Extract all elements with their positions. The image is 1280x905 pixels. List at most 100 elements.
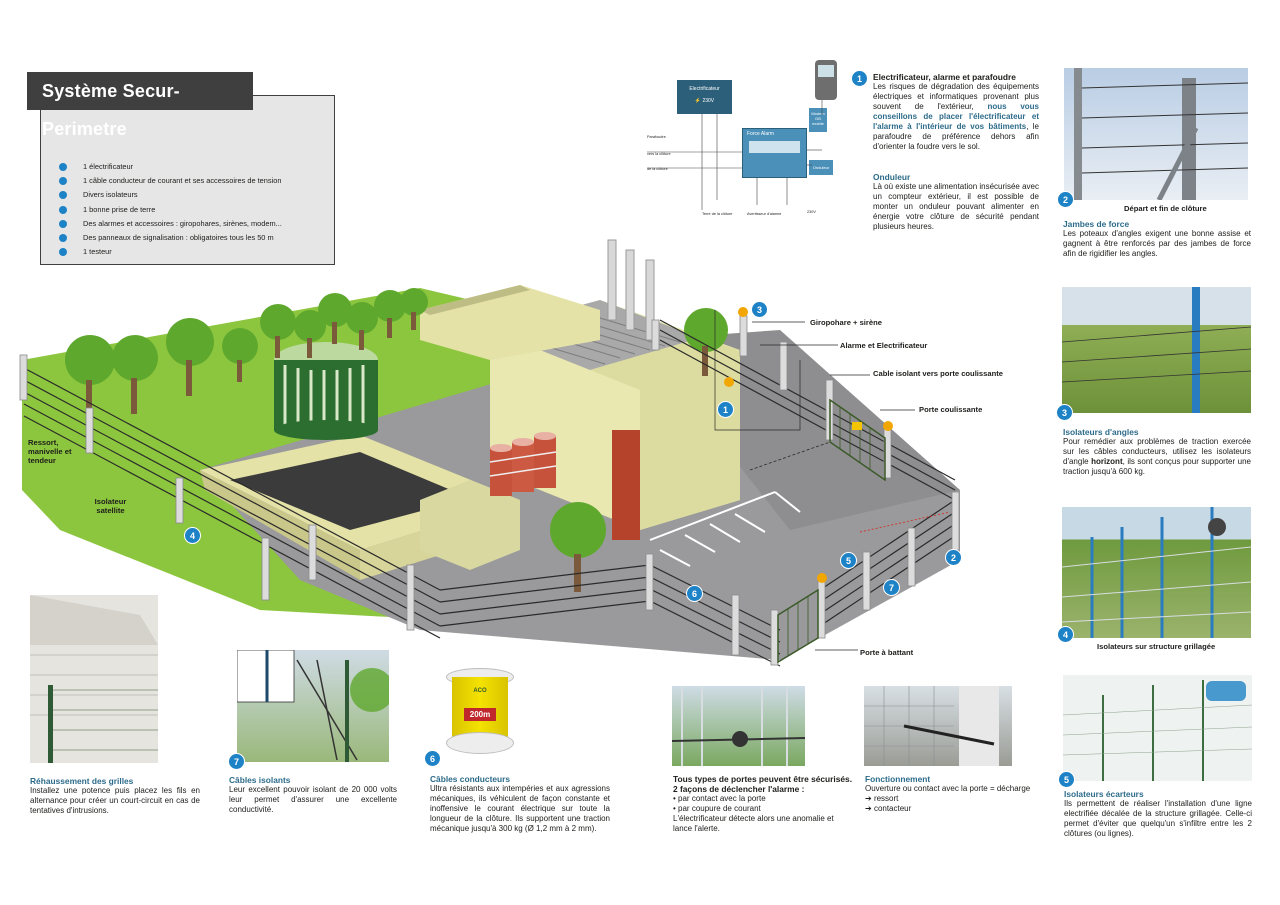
badge-2-photo: 2	[1057, 191, 1074, 208]
section-5: Isolateurs écarteurs Ils permettent de r…	[1064, 789, 1252, 839]
portes-text: L'électrificateur détecte alors une anom…	[673, 814, 834, 833]
callout-porte-battant: Porte à battant	[860, 648, 914, 657]
cable-spool: ACO 200m	[446, 668, 514, 754]
page-title: Système Secur-Perimetre	[27, 72, 253, 139]
sec2-heading: Jambes de force	[1063, 219, 1130, 229]
callout-alarme: Alarme et Electrificateur	[840, 341, 928, 350]
vers-cloture-label: vers la clôture	[647, 152, 671, 156]
list-item: Des panneaux de signalisation : obligato…	[59, 231, 282, 245]
photo-cables-isolants	[237, 650, 389, 762]
fonctionnement-text: Ouverture ou contact avec la porte = déc…	[865, 784, 1031, 793]
photo-isolateurs-ecarteurs	[1063, 675, 1252, 781]
badge-4: 4	[184, 527, 201, 544]
ressort-label: ressort	[873, 794, 899, 803]
brick-column	[612, 430, 640, 540]
list-item: 1 testeur	[59, 245, 282, 259]
list-item: Des alarmes et accessoires : giropohares…	[59, 217, 282, 231]
spool-brand: ACO	[473, 688, 487, 694]
sliding-gate	[829, 398, 886, 482]
swing-gate	[777, 588, 819, 664]
sec1-heading: Electrificateur, alarme et parafoudre	[873, 72, 1016, 82]
badge-2: 2	[945, 549, 962, 566]
badge-4-photo: 4	[1057, 626, 1074, 643]
silos	[489, 432, 557, 496]
portes-bullet-1: par contact avec la porte	[678, 794, 766, 803]
badge-5: 5	[840, 552, 857, 569]
mobile-phone-icon	[815, 60, 837, 100]
rehaussement-section: Réhaussement des grilles Installez une p…	[30, 776, 200, 816]
voltage-label: ⚡ 230V	[694, 98, 715, 104]
callout-giro: Giropohare + sirène	[810, 318, 882, 327]
photo-rehaussement	[30, 595, 158, 763]
rehaussement-text: Installez une potence puis placez les fi…	[30, 786, 200, 815]
list-item: 1 câble conducteur de courant et ses acc…	[59, 174, 282, 188]
badge-1: 1	[717, 401, 734, 418]
components-list: 1 électrificateur 1 câble conducteur de …	[59, 160, 282, 259]
portes-bullet-2: par coupure de courant	[678, 804, 761, 813]
badge-3: 3	[751, 301, 768, 318]
sec2-text: Les poteaux d'angles exigent une bonne a…	[1063, 229, 1251, 258]
alarm-box: Force Alarm	[742, 128, 807, 178]
badge-5-photo: 5	[1058, 771, 1075, 788]
wiring-diagram: Electrificateur ⚡ 230V Force Alarm Modem…	[647, 60, 837, 220]
cables-conducteurs-heading: Câbles conducteurs	[430, 774, 511, 784]
flat-roof	[230, 452, 470, 530]
onduleur-heading: Onduleur	[873, 172, 911, 182]
cables-isolants-text: Leur excellent pouvoir isolant de 20 000…	[229, 785, 397, 814]
callout-porte-coulissante: Porte coulissante	[919, 405, 983, 414]
list-item: 1 bonne prise de terre	[59, 203, 282, 217]
rehaussement-heading: Réhaussement des grilles	[30, 776, 134, 786]
cables-conducteurs-text: Ultra résistants aux intempéries et aux …	[430, 784, 610, 833]
de-cloture-label: de la clôture	[647, 167, 668, 171]
badge-7-photo: 7	[228, 753, 245, 770]
sec2-caption: Départ et fin de clôture	[1124, 204, 1207, 213]
arrow-icon: ➔	[865, 794, 872, 803]
avertisseur-label: Avertisseur d'alarme	[747, 212, 782, 216]
photo-structure-grillagee	[1062, 507, 1251, 638]
voltage-bottom-label: 230V	[807, 210, 816, 214]
badge-1-heading: 1	[851, 70, 868, 87]
onduleur-box: Onduleur	[809, 160, 833, 175]
trees	[65, 288, 728, 592]
badge-6: 6	[686, 585, 703, 602]
photo-depart-fin	[1064, 68, 1248, 200]
sec5-heading: Isolateurs écarteurs	[1064, 789, 1144, 799]
photo-portes	[672, 686, 805, 766]
portes-heading-b: 2 façons de déclencher l'alarme :	[673, 784, 805, 794]
parafoudre-label: Parafoudre	[647, 135, 666, 139]
electrificateur-label: Electrificateur	[689, 86, 720, 92]
section-2: Jambes de force Les poteaux d'angles exi…	[1063, 219, 1251, 259]
list-item: Divers isolateurs	[59, 188, 282, 202]
onduleur-text: Là où existe une alimentation insécurisé…	[873, 182, 1039, 231]
site-illustration	[19, 239, 960, 667]
fonctionnement-section: Fonctionnement Ouverture ou contact avec…	[865, 774, 1055, 814]
cables-isolants-section: Câbles isolants Leur excellent pouvoir i…	[229, 775, 397, 815]
terre-label: Terre de la clôture	[702, 212, 733, 216]
badge-6-photo: 6	[424, 750, 441, 767]
callout-isolateur-satellite: Isolateur satellite	[94, 497, 127, 515]
spool-length: 200m	[464, 708, 496, 721]
sec4-caption: Isolateurs sur structure grillagée	[1097, 642, 1216, 651]
cables-isolants-heading: Câbles isolants	[229, 775, 291, 785]
fonctionnement-heading: Fonctionnement	[865, 774, 931, 784]
components-box: 1 électrificateur 1 câble conducteur de …	[40, 95, 335, 265]
electrificateur-box: Electrificateur ⚡ 230V	[677, 80, 732, 114]
fence-posts	[19, 315, 960, 666]
portes-section: Tous types de portes peuvent être sécuri…	[673, 774, 853, 833]
section-1: Electrificateur, alarme et parafoudre Le…	[873, 72, 1039, 231]
callout-ressort: Ressort, manivelle et tendeur	[28, 438, 72, 465]
sec3-heading: Isolateurs d'angles	[1063, 427, 1139, 437]
modem-box: Modem GB mobile	[809, 108, 827, 132]
arrow-icon: ➔	[865, 804, 872, 813]
photo-fonctionnement	[864, 686, 1012, 766]
callout-cable-isolant: Cable isolant vers porte coulissante	[873, 369, 1003, 378]
sec5-text: Ils permettent de réaliser l'installatio…	[1064, 799, 1252, 838]
photo-isolateurs-angles	[1062, 287, 1251, 413]
list-item: 1 électrificateur	[59, 160, 282, 174]
badge-3-photo: 3	[1056, 404, 1073, 421]
cables-conducteurs-section: Câbles conducteurs Ultra résistants aux …	[430, 774, 610, 834]
parking-lines	[649, 491, 801, 567]
contacteur-label: contacteur	[873, 804, 912, 813]
portes-heading-a: Tous types de portes peuvent être sécuri…	[673, 774, 853, 784]
badge-7: 7	[883, 579, 900, 596]
